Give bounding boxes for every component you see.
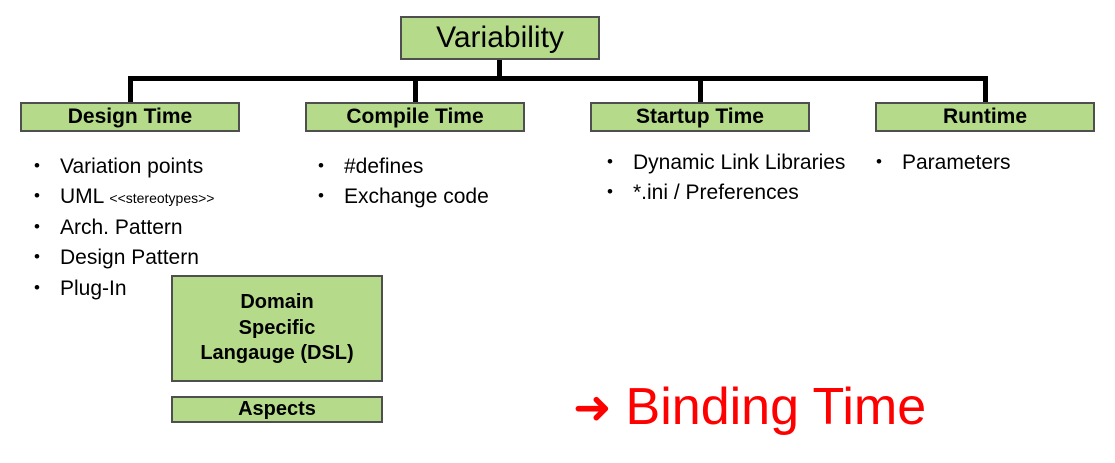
node-startup-time: Startup Time bbox=[590, 102, 810, 132]
node-design-time: Design Time bbox=[20, 102, 240, 132]
bullet-list-startup-time: • Dynamic Link Libraries • *.ini / Prefe… bbox=[607, 148, 857, 209]
list-item: • Exchange code bbox=[318, 182, 568, 212]
list-item: • Parameters bbox=[876, 148, 1106, 178]
bullet-icon: • bbox=[34, 156, 40, 175]
dsl-line-3: Langauge (DSL) bbox=[200, 342, 354, 365]
bullet-icon: • bbox=[34, 277, 40, 297]
list-item-label: #defines bbox=[344, 155, 424, 178]
list-item: • Variation points bbox=[34, 152, 294, 182]
dsl-line-1: Domain bbox=[240, 291, 314, 314]
node-domain-specific-language: Domain Specific Langauge (DSL) bbox=[171, 275, 383, 382]
list-item-label: Design Pattern bbox=[60, 246, 199, 270]
list-item: • *.ini / Preferences bbox=[607, 178, 857, 208]
list-item-label: *.ini / Preferences bbox=[633, 181, 799, 205]
list-item: • Arch. Pattern bbox=[34, 213, 294, 243]
connector-drop-startup-time bbox=[698, 76, 703, 104]
connector-drop-design-time bbox=[128, 76, 133, 104]
bullet-icon: • bbox=[876, 152, 882, 171]
bullet-icon: • bbox=[34, 186, 40, 206]
node-variability: Variability bbox=[400, 16, 600, 60]
dsl-line-2: Specific bbox=[238, 316, 316, 339]
node-compile-time: Compile Time bbox=[305, 102, 525, 132]
connector-drop-runtime bbox=[983, 76, 988, 104]
list-item: • Plug-In bbox=[34, 274, 294, 304]
list-item-label: Dynamic Link Libraries bbox=[633, 151, 846, 174]
connector-horizontal-bus bbox=[128, 76, 988, 81]
list-item-tag: <<stereotypes>> bbox=[109, 190, 215, 207]
list-item: • #defines bbox=[318, 152, 568, 182]
list-item-label: UML <<stereotypes>> bbox=[60, 185, 215, 209]
node-runtime: Runtime bbox=[875, 102, 1095, 132]
list-item-label: Parameters bbox=[902, 151, 1011, 174]
bullet-list-compile-time: • #defines • Exchange code bbox=[318, 152, 568, 213]
list-item-label: Arch. Pattern bbox=[60, 215, 183, 239]
bullet-icon: • bbox=[607, 152, 613, 171]
bullet-list-design-time: • Variation points • UML <<stereotypes>>… bbox=[34, 152, 294, 304]
bullet-list-runtime: • Parameters bbox=[876, 148, 1106, 178]
bullet-icon: • bbox=[607, 182, 613, 202]
right-arrow-icon: ➜ bbox=[573, 380, 612, 434]
list-item: • Dynamic Link Libraries bbox=[607, 148, 857, 178]
connector-drop-compile-time bbox=[413, 76, 418, 104]
connector-root-trunk bbox=[497, 60, 502, 80]
list-item-label: Variation points bbox=[60, 155, 204, 178]
node-aspects: Aspects bbox=[171, 396, 383, 423]
list-item-label: Plug-In bbox=[60, 276, 127, 300]
list-item: • UML <<stereotypes>> bbox=[34, 182, 294, 212]
bullet-icon: • bbox=[34, 216, 40, 236]
bullet-icon: • bbox=[34, 247, 40, 267]
list-item: • Design Pattern bbox=[34, 243, 294, 273]
bullet-icon: • bbox=[318, 186, 324, 206]
binding-time-callout: ➜ Binding Time bbox=[573, 381, 926, 433]
binding-time-label: Binding Time bbox=[625, 378, 927, 436]
bullet-icon: • bbox=[318, 156, 324, 175]
list-item-label: Exchange code bbox=[344, 185, 489, 209]
